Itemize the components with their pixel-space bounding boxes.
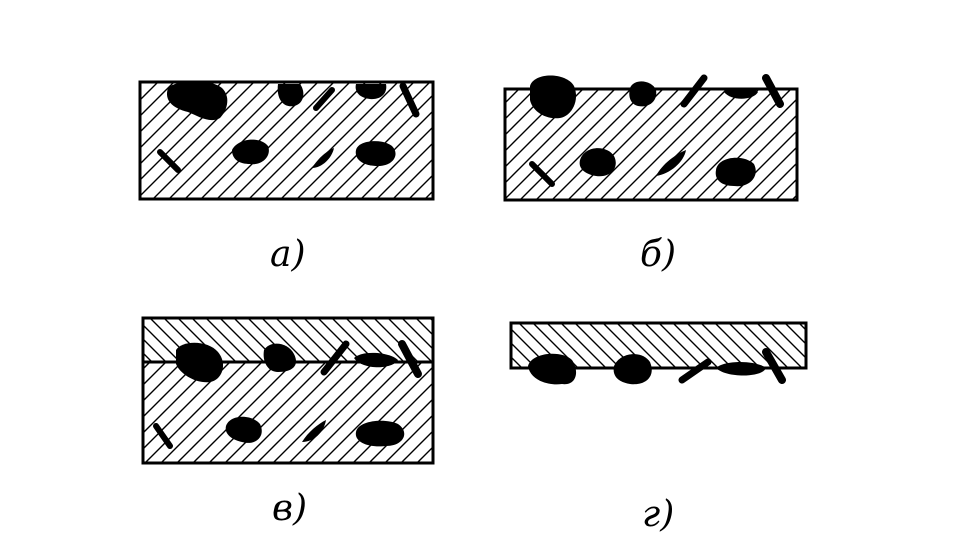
elongated-inclusion (399, 82, 420, 118)
inclusion (355, 420, 405, 447)
panel-b: б) (503, 74, 799, 275)
panel-caption: а) (270, 234, 306, 275)
panel-g: г) (509, 321, 808, 535)
interface-inclusion (176, 342, 224, 383)
inclusion (355, 141, 396, 166)
inclusion (579, 148, 616, 177)
adhered-inclusion (528, 353, 577, 385)
protruding-inclusion (680, 74, 708, 108)
panel-caption: г) (642, 494, 674, 535)
adhered-inclusion (613, 354, 652, 385)
protruding-inclusion (629, 81, 657, 107)
inclusion (225, 416, 262, 443)
panel-a: а) (138, 80, 435, 275)
panel-caption: в) (272, 488, 307, 529)
inclusion (656, 150, 686, 176)
adhered-inclusion (716, 362, 766, 376)
adhered-inclusion (762, 348, 786, 384)
interface-inclusion (398, 340, 422, 378)
interface-inclusion (354, 352, 398, 368)
panel-v: в) (141, 316, 435, 529)
specimen-body (141, 360, 435, 465)
inclusion (715, 157, 756, 187)
surface-inclusion (355, 84, 387, 100)
inclusion (232, 139, 269, 165)
inclusion (302, 420, 326, 442)
interface-inclusion (320, 340, 350, 376)
adhered-inclusion (678, 358, 712, 384)
protruding-inclusion (762, 74, 784, 108)
interface-inclusion (263, 343, 297, 372)
elongated-inclusion (157, 149, 181, 173)
panel-caption: б) (640, 234, 676, 275)
elongated-inclusion (529, 161, 555, 187)
elongated-inclusion (153, 423, 173, 449)
protruding-inclusion (530, 75, 577, 119)
elongated-inclusion (313, 87, 335, 111)
surface-inclusion (166, 81, 228, 121)
protruding-inclusion (724, 87, 758, 99)
surface-inclusion (277, 84, 304, 107)
inclusion (312, 148, 334, 168)
